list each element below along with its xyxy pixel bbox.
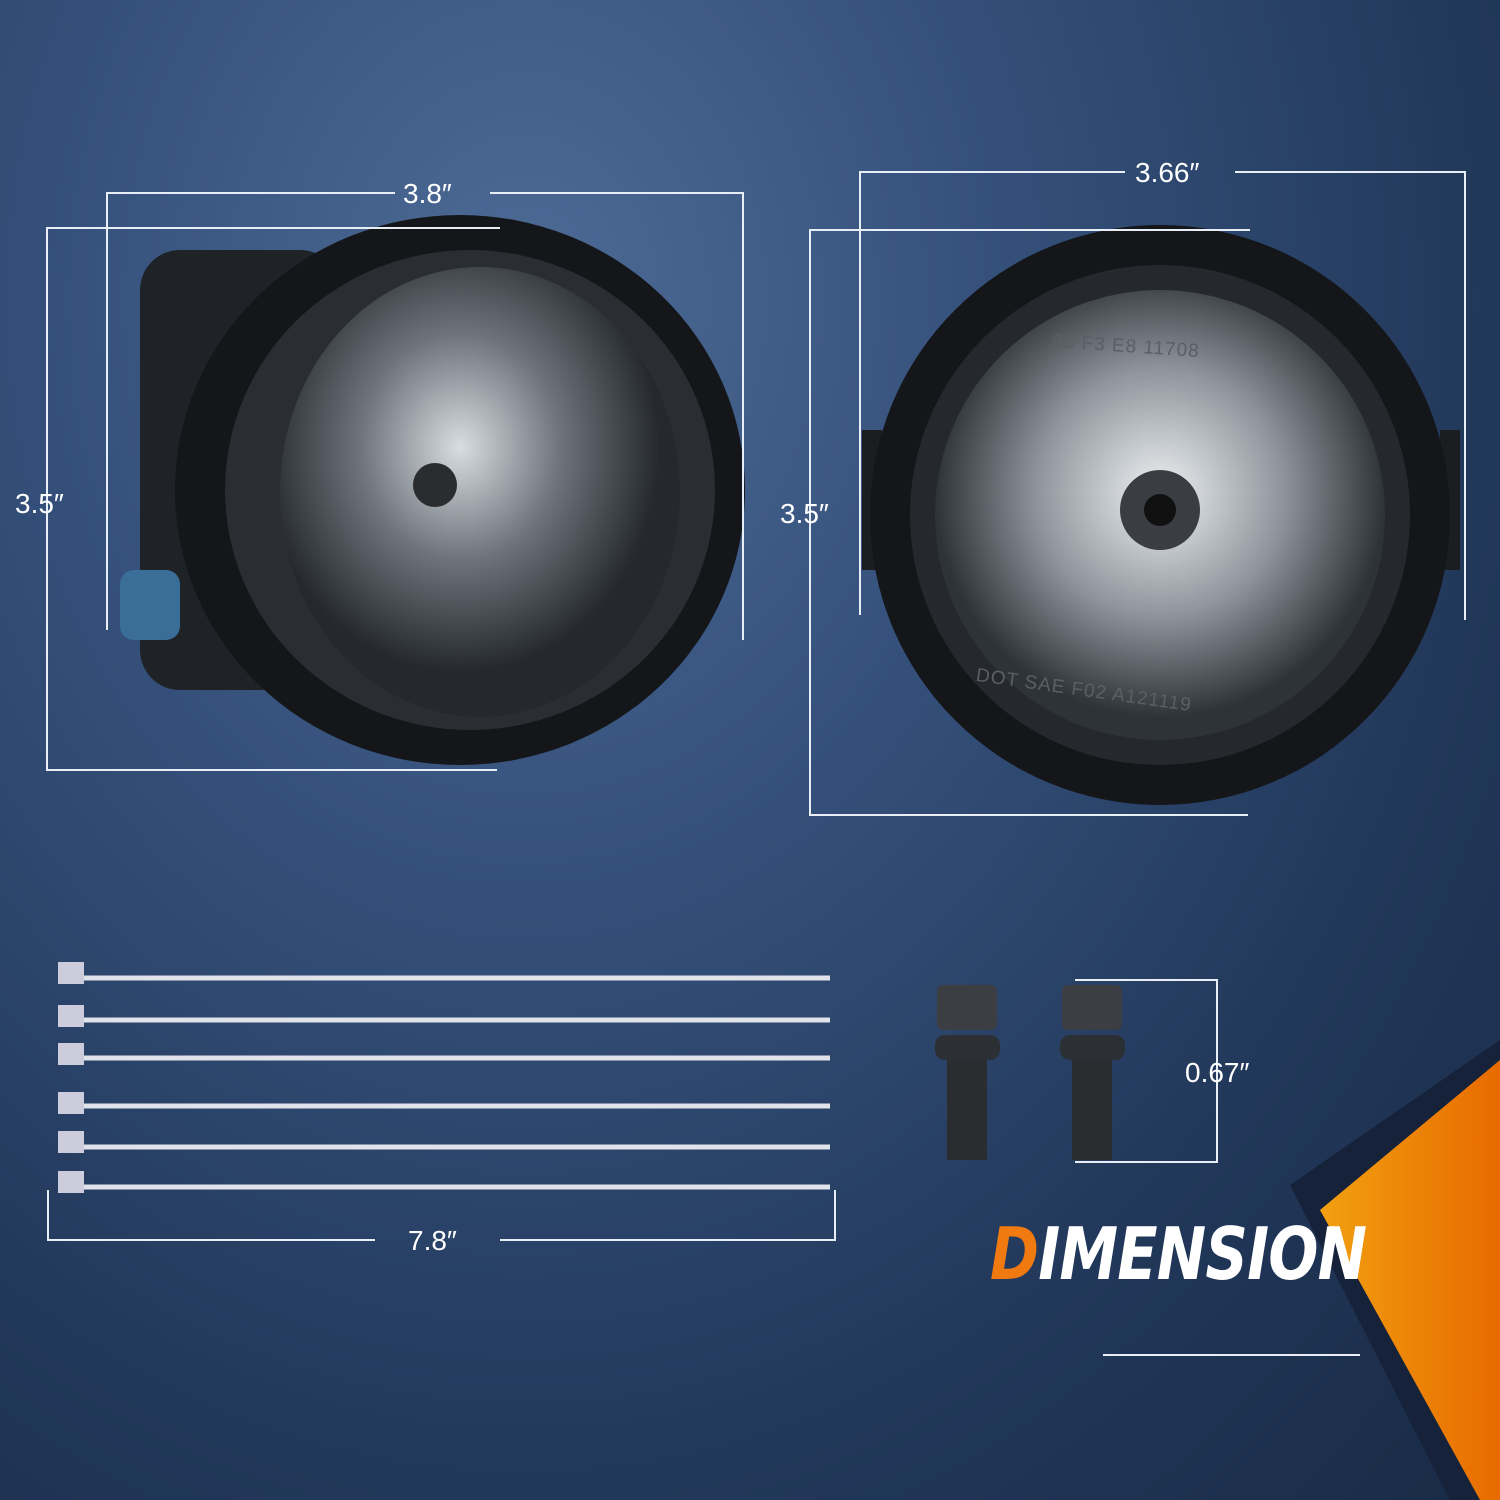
fog-lamp-front-view bbox=[862, 225, 1460, 805]
cable-ties bbox=[58, 962, 830, 1193]
cable-tie bbox=[58, 1043, 830, 1065]
cable-tie-length-label: 7.8″ bbox=[408, 1225, 457, 1256]
cable-tie bbox=[58, 1005, 830, 1027]
lamp-side-width-label: 3.8″ bbox=[403, 178, 452, 209]
lamp-side-height-label: 3.5″ bbox=[15, 488, 64, 519]
dimension-lines bbox=[46, 171, 1466, 1356]
cable-tie bbox=[58, 962, 830, 984]
dimension-title: DIMENSION bbox=[990, 1212, 1367, 1296]
cable-tie bbox=[58, 1092, 830, 1114]
title-first-letter: D bbox=[990, 1212, 1039, 1296]
cable-tie bbox=[58, 1131, 830, 1153]
cable-tie bbox=[58, 1171, 830, 1193]
fog-lamp-side-view bbox=[120, 215, 745, 765]
corner-accent bbox=[1320, 1060, 1500, 1500]
screw bbox=[935, 985, 1000, 1160]
title-rest: IMENSION bbox=[1038, 1212, 1367, 1296]
lamp-front-height-label: 3.5″ bbox=[780, 498, 829, 529]
screw-length-label: 0.67″ bbox=[1185, 1057, 1250, 1088]
screw bbox=[1060, 985, 1125, 1160]
lamp-front-width-label: 3.66″ bbox=[1135, 157, 1200, 188]
